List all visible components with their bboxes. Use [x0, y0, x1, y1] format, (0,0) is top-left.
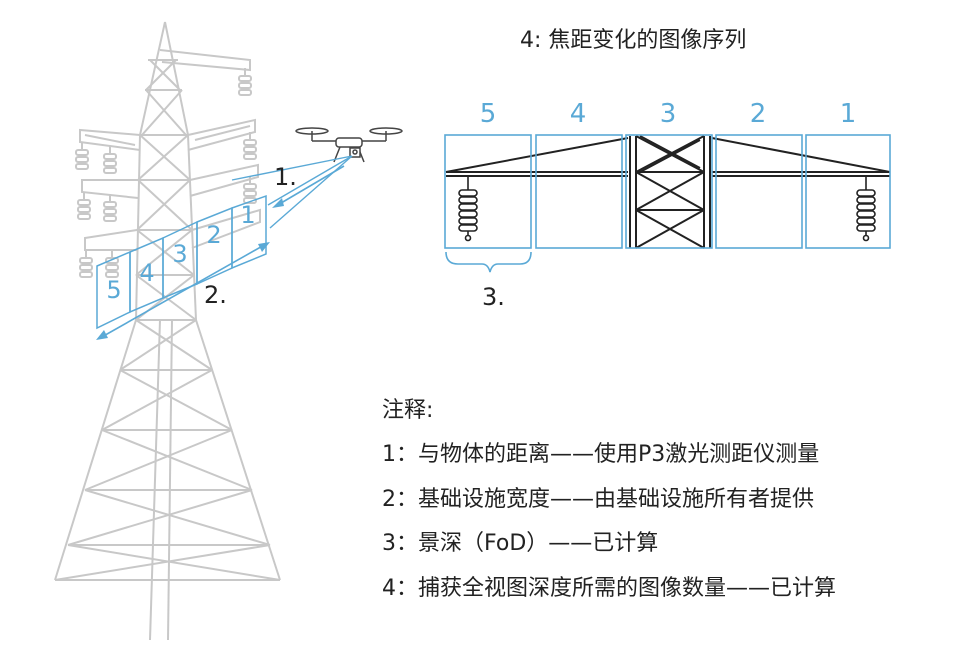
sequence-frame-labels: 5 4 3 2 1 [480, 99, 857, 129]
sight-lines [231, 155, 353, 229]
tower-frame-label: 1 [240, 201, 255, 229]
sequence-frame-label: 2 [750, 99, 767, 129]
sequence-title: 4: 焦距变化的图像序列 [520, 28, 747, 53]
width-arrow [96, 242, 270, 340]
transmission-tower [54, 21, 281, 641]
notes-heading: 注释: [382, 398, 434, 423]
sequence-frame [805, 134, 891, 249]
note-item: 2：基础设施宽度——由基础设施所有者提供 [382, 487, 814, 512]
tower-frame-label: 2 [206, 221, 221, 249]
depth-bracket [445, 251, 532, 273]
tower-frame-label: 5 [106, 276, 121, 304]
sequence-frame-label: 3 [660, 99, 677, 129]
strip-insulators [458, 176, 876, 242]
note-item: 1：与物体的距离——使用P3激光测距仪测量 [382, 442, 820, 467]
sequence-frames [444, 134, 891, 249]
marker-width: 2. [204, 281, 227, 309]
note-item: 4：捕获全视图深度所需的图像数量——已计算 [382, 576, 836, 601]
tower-insulators [75, 68, 257, 278]
tower-image-frames [96, 194, 267, 330]
distance-arrow [272, 165, 345, 208]
strip-structure [445, 135, 891, 249]
sequence-frame-label: 1 [840, 99, 857, 129]
sequence-frame [625, 134, 713, 249]
sequence-frame [444, 134, 532, 249]
sequence-frame-label: 4 [570, 99, 587, 129]
marker-depth: 3. [482, 283, 505, 311]
tower-frame-labels: 5 4 3 2 1 [106, 201, 255, 304]
marker-distance: 1. [274, 163, 297, 191]
sequence-frame [535, 134, 623, 249]
drone [295, 127, 403, 163]
tower-frame-label: 4 [139, 259, 154, 287]
tower-frame-label: 3 [172, 240, 187, 268]
sequence-frame [715, 134, 803, 249]
sequence-frame-label: 5 [480, 99, 497, 129]
note-item: 3：景深（FoD）——已计算 [382, 531, 659, 556]
